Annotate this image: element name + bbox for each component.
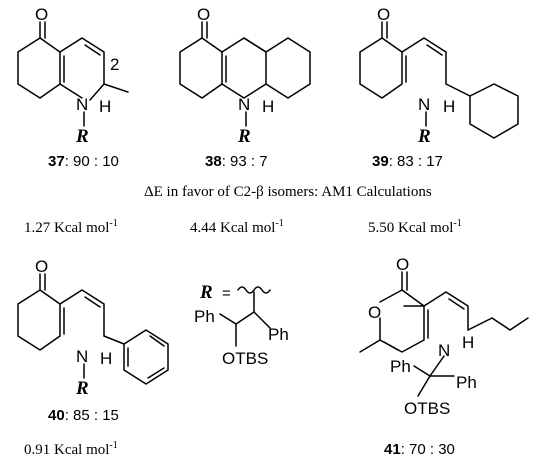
- hydrogen-atom: H: [262, 97, 274, 116]
- otbs-label: OTBS: [404, 399, 450, 418]
- phenyl-label: Ph: [194, 307, 215, 326]
- hydrogen-atom: H: [100, 349, 112, 368]
- nitrogen-atom: N: [76, 347, 88, 366]
- oxygen-atom: O: [377, 5, 390, 24]
- compound-38-label: 38: 93 : 7: [205, 153, 268, 170]
- r-group-label: R: [75, 126, 89, 147]
- hydrogen-atom: H: [99, 97, 111, 116]
- hydrogen-atom: H: [443, 97, 455, 116]
- r-substituent: [219, 286, 271, 347]
- structure-39: [359, 21, 519, 139]
- carbonyl-oxygen-atom: O: [396, 255, 409, 274]
- r-equals-sign: =: [222, 285, 231, 302]
- compound-39-label: 39: 83 : 17: [372, 153, 443, 170]
- nitrogen-atom: N: [238, 95, 250, 114]
- structure-38: [179, 21, 311, 127]
- oxygen-atom: O: [35, 257, 48, 276]
- caption: ΔE in favor of C2-β isomers: AM1 Calcula…: [144, 184, 432, 200]
- r-group-label: R: [417, 126, 431, 147]
- structure-40: [17, 273, 169, 385]
- phenyl-label: Ph: [456, 373, 477, 392]
- structure-37: [17, 21, 129, 127]
- phenyl-label: Ph: [268, 325, 289, 344]
- r-group-label: R: [237, 126, 251, 147]
- nitrogen-atom: N: [438, 341, 450, 360]
- energy-39: 5.50 Kcal mol-1: [368, 218, 462, 236]
- phenyl-label: Ph: [390, 357, 411, 376]
- hydrogen-atom: H: [462, 333, 474, 352]
- nitrogen-atom: N: [76, 95, 88, 114]
- position-2-label: 2: [110, 55, 119, 74]
- energy-40: 0.91 Kcal mol-1: [24, 440, 118, 458]
- compound-40-label: 40: 85 : 15: [48, 407, 119, 424]
- r-definition-label: R: [199, 282, 213, 303]
- r-group-label: R: [75, 378, 89, 399]
- oxygen-atom: O: [197, 5, 210, 24]
- ring-oxygen-atom: O: [368, 303, 381, 322]
- otbs-label: OTBS: [222, 349, 268, 368]
- nitrogen-atom: N: [418, 95, 430, 114]
- oxygen-atom: O: [35, 5, 48, 24]
- compound-37-label: 37: 90 : 10: [48, 153, 119, 170]
- energy-38: 4.44 Kcal mol-1: [190, 218, 284, 236]
- energy-37: 1.27 Kcal mol-1: [24, 218, 118, 236]
- structure-41: [359, 271, 529, 397]
- compound-41-label: 41: 70 : 30: [384, 441, 455, 458]
